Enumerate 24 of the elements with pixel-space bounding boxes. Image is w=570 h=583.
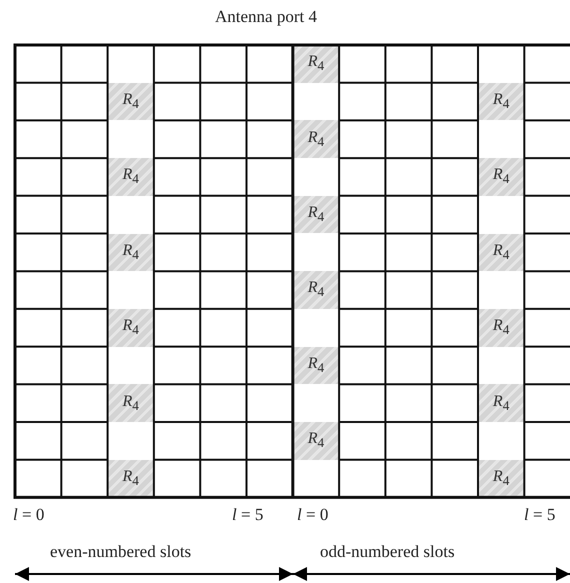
reference-signal-cell: R$_{4}$ [108,308,154,347]
slot-label: odd-numbered slots [320,543,455,560]
reference-signal-cell: R$_{4}$ [292,271,340,309]
symbol-index-label: l = 5 [524,506,556,523]
reference-signal-cell: R$_{4}$ [478,460,524,498]
reference-signal-cell: R$_{4}$ [292,422,340,460]
symbol-index-label: l = 0 [13,506,44,523]
reference-signal-cell: R$_{4}$ [292,346,340,384]
reference-signal-cell: R$_{4}$ [108,460,154,498]
reference-signal-cell: R$_{4}$ [108,82,154,120]
symbol-index-label: l = 5 [232,506,264,523]
reference-signal-cell: R$_{4}$ [108,158,154,196]
reference-signal-cell: R$_{4}$ [478,308,524,347]
symbol-index-label: l = 0 [297,506,328,523]
reference-signal-cell: R$_{4}$ [292,196,340,234]
reference-signal-cell: R$_{4}$ [478,82,524,120]
diagram-title: Antenna port 4 [215,8,317,25]
reference-signal-cell: R$_{4}$ [478,158,524,196]
reference-signal-cell: R$_{4}$ [108,384,154,422]
reference-signal-cell: R$_{4}$ [478,234,524,272]
reference-signal-cell: R$_{4}$ [478,384,524,422]
reference-signal-cell: R$_{4}$ [292,120,340,158]
slot-label: even-numbered slots [50,543,192,560]
reference-signal-cell: R$_{4}$ [108,234,154,272]
